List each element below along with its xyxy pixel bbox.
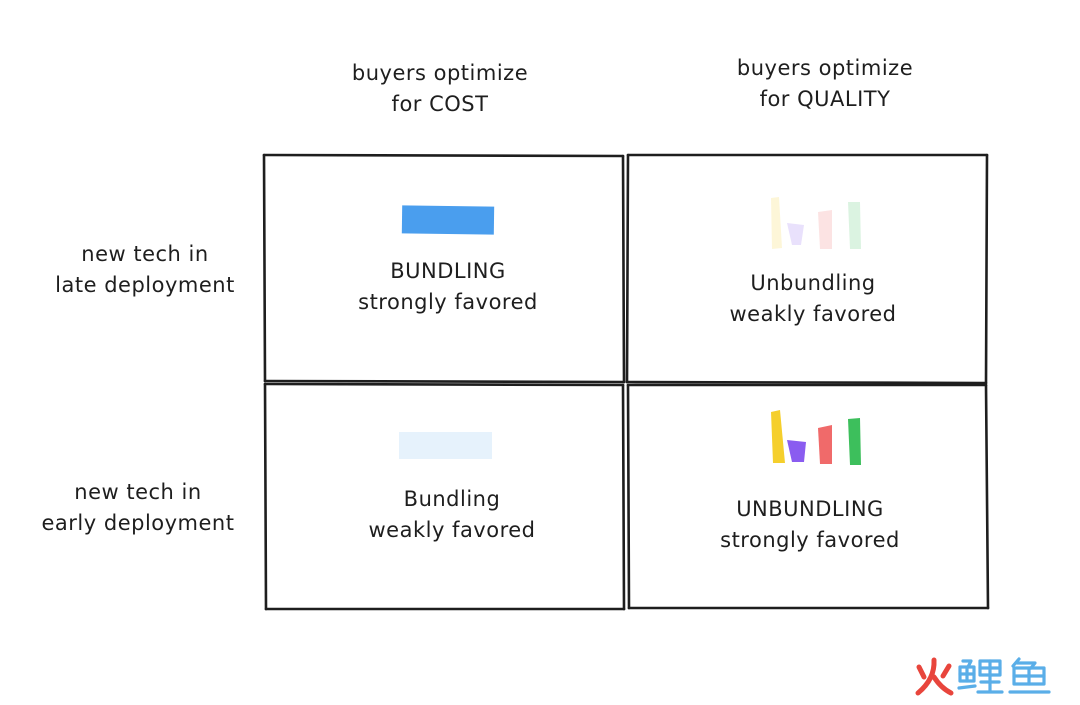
cell-early-cost-line2: weakly favored bbox=[368, 518, 536, 542]
cell-early-quality-line1: UNBUNDLING bbox=[736, 497, 884, 521]
solid-bar-icon bbox=[401, 205, 495, 235]
cell-late-quality-line1: Unbundling bbox=[750, 271, 876, 295]
cell-early-cost-frame bbox=[263, 382, 626, 611]
cell-late-cost-line1: BUNDLING bbox=[390, 259, 506, 283]
column-header-quality-line2: for QUALITY bbox=[759, 87, 891, 111]
multicolor-bars-icon bbox=[771, 410, 861, 465]
row-header-late-line2: late deployment bbox=[55, 273, 235, 297]
row-header-late-line1: new tech in bbox=[81, 242, 209, 266]
cell-early-cost-line1: Bundling bbox=[403, 487, 501, 511]
cell-late-quality-frame bbox=[625, 153, 989, 385]
row-header-early-line1: new tech in bbox=[74, 480, 202, 504]
watermark-logo bbox=[915, 657, 1051, 696]
cell-label-early-cost: Bundling weakly favored bbox=[282, 484, 622, 546]
column-header-cost-line1: buyers optimize bbox=[351, 61, 529, 85]
cell-early-quality-frame bbox=[626, 383, 990, 610]
column-header-cost: buyers optimize for COST bbox=[310, 58, 570, 120]
cell-late-quality-line2: weakly favored bbox=[729, 302, 897, 326]
row-header-early-line2: early deployment bbox=[41, 511, 235, 535]
cell-late-cost-frame bbox=[262, 153, 626, 384]
cell-late-cost-line2: strongly favored bbox=[358, 290, 538, 314]
column-header-quality-line1: buyers optimize bbox=[736, 56, 914, 80]
row-header-late: new tech in late deployment bbox=[30, 239, 260, 301]
cell-early-quality-line2: strongly favored bbox=[720, 528, 900, 552]
cell-label-early-quality: UNBUNDLING strongly favored bbox=[640, 494, 980, 556]
faded-bar-icon bbox=[399, 432, 492, 459]
faded-multicolor-bars-icon bbox=[771, 197, 861, 249]
column-header-quality: buyers optimize for QUALITY bbox=[695, 53, 955, 115]
cell-label-late-cost: BUNDLING strongly favored bbox=[278, 256, 618, 318]
column-header-cost-line2: for COST bbox=[391, 92, 489, 116]
row-header-early: new tech in early deployment bbox=[23, 477, 253, 539]
cell-label-late-quality: Unbundling weakly favored bbox=[643, 268, 983, 330]
